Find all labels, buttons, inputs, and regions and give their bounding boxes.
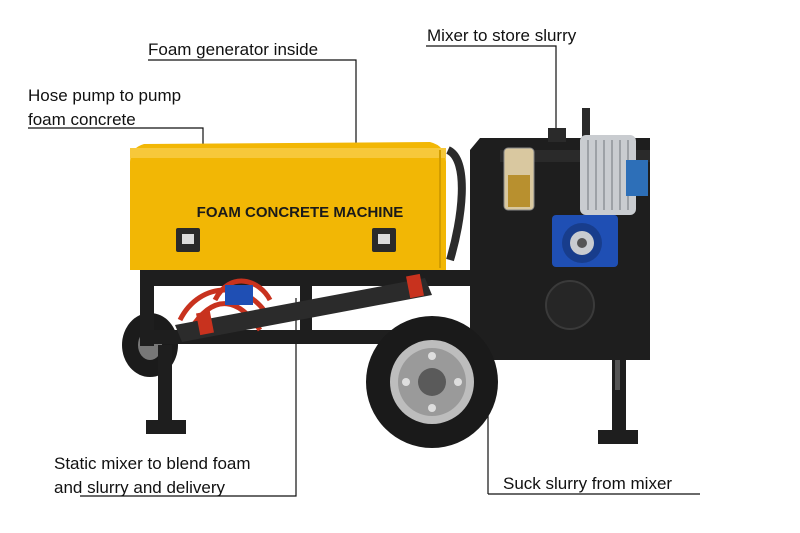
label-suck-slurry-text: Suck slurry from mixer [503, 474, 673, 493]
static-mixer-pipe [175, 273, 432, 342]
label-hose-pump-line2: foam concrete [28, 110, 136, 129]
label-mixer-store: Mixer to store slurry [427, 24, 576, 48]
side-hose [445, 146, 466, 262]
label-suck-slurry: Suck slurry from mixer [503, 472, 672, 496]
hose-pump-blue [225, 285, 253, 305]
front-wheel [366, 316, 498, 448]
gearbox [552, 215, 618, 267]
label-static-mixer-line2: and slurry and delivery [54, 478, 226, 497]
label-foam-generator: Foam generator inside [148, 38, 318, 62]
support-legs [146, 345, 638, 444]
machine-body-text: FOAM CONCRETE MACHINE [197, 204, 404, 221]
electric-motor [580, 135, 648, 215]
label-mixer-store-text: Mixer to store slurry [427, 26, 577, 45]
sight-glass [503, 147, 535, 211]
label-static-mixer: Static mixer to blend foam and slurry an… [54, 452, 251, 500]
label-static-mixer-line1: Static mixer to blend foam [54, 454, 251, 473]
yellow-housing: FOAM CONCRETE MACHINE [130, 142, 446, 270]
label-hose-pump: Hose pump to pump foam concrete [28, 84, 181, 132]
label-foam-generator-text: Foam generator inside [148, 40, 319, 59]
label-hose-pump-line1: Hose pump to pump [28, 86, 182, 105]
